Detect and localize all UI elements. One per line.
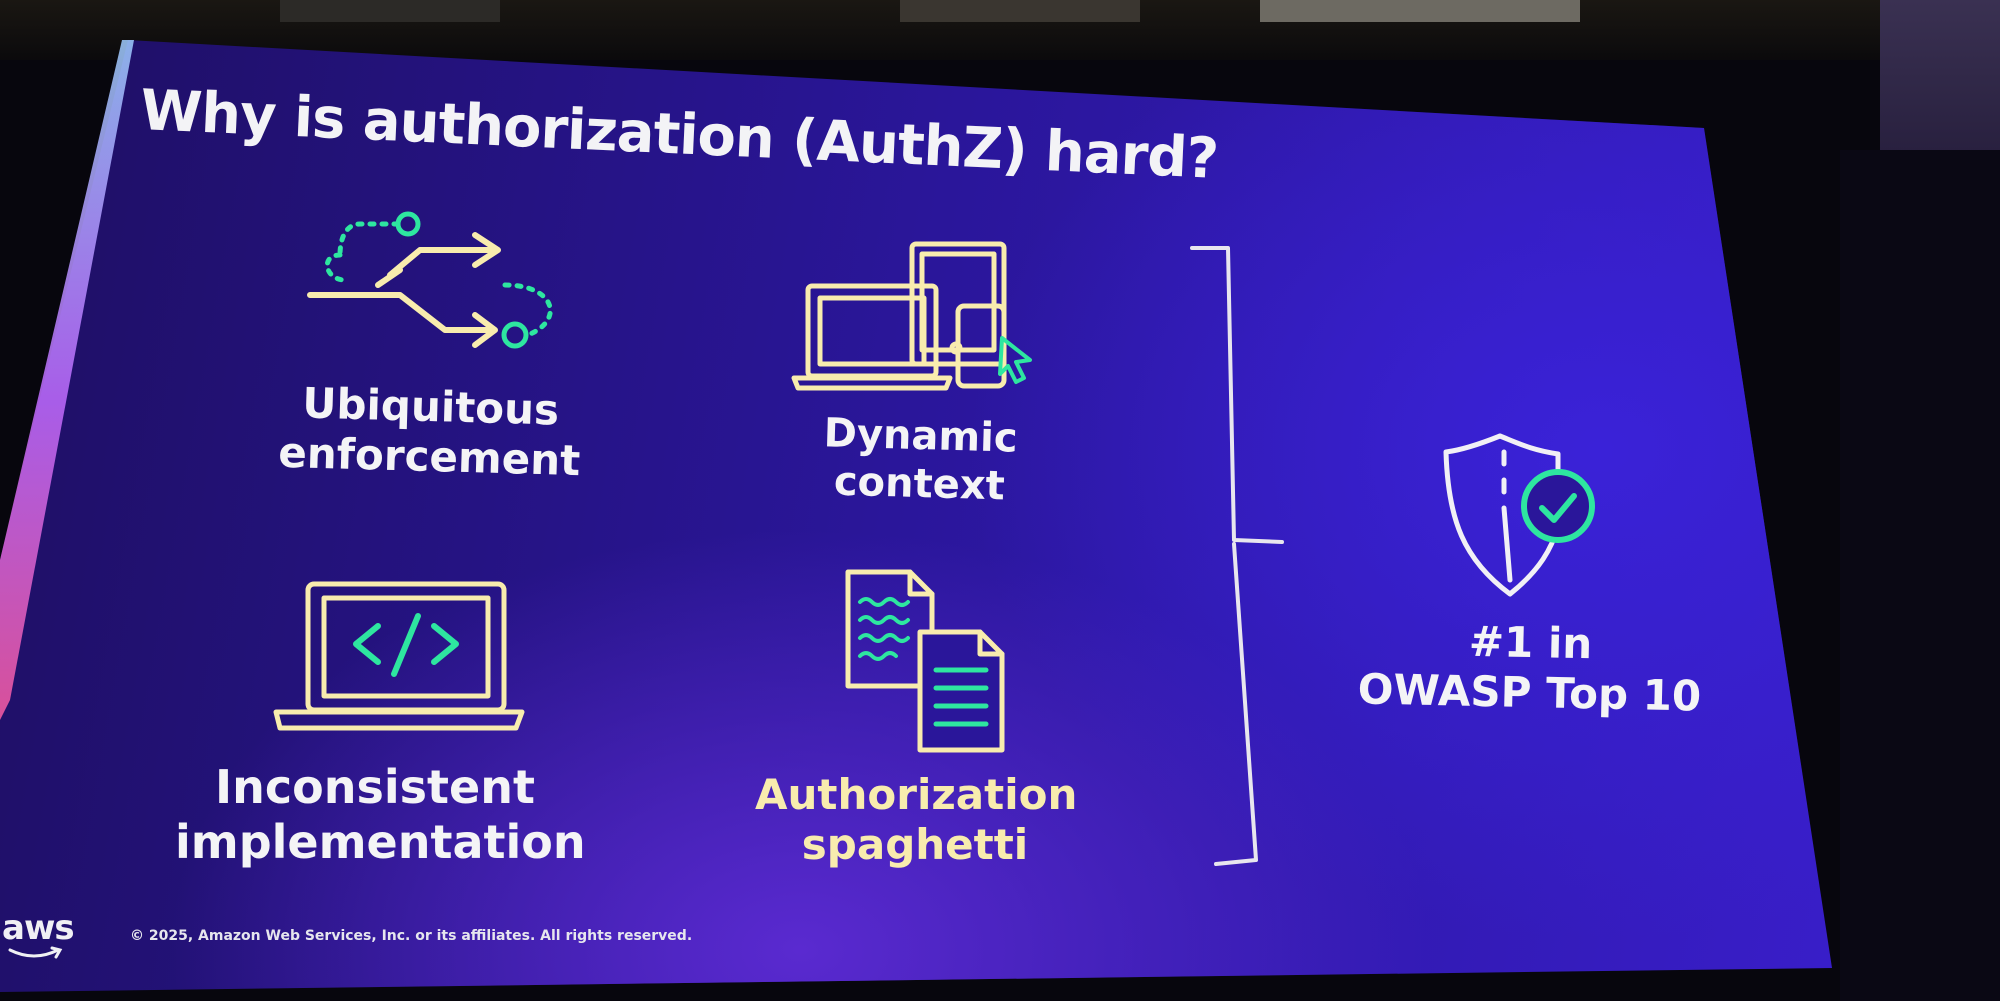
item-label-line: enforcement <box>277 428 581 486</box>
item-label-ubiquitous-enforcement: Ubiquitous enforcement <box>269 378 592 488</box>
brace-bracket <box>1190 246 1284 866</box>
ceiling-panel <box>900 0 1140 22</box>
copyright-text: © 2025, Amazon Web Services, Inc. or its… <box>130 928 693 944</box>
item-label-line: Inconsistent <box>215 760 535 814</box>
item-label-line: Authorization <box>755 770 1078 819</box>
documents-icon <box>845 569 1005 753</box>
room-shadow <box>1840 150 2000 1001</box>
item-label-line: implementation <box>175 815 586 870</box>
devices-icon <box>791 241 1032 391</box>
summary-line: OWASP Top 10 <box>1357 664 1702 721</box>
item-label-inconsistent-implementation: Inconsistent implementation <box>175 760 586 870</box>
item-label-line: spaghetti <box>801 820 1029 870</box>
laptop-code-icon <box>273 581 525 731</box>
item-label-line: context <box>833 458 1006 510</box>
item-label-line: Ubiquitous <box>301 378 560 435</box>
aws-logo: aws <box>2 908 75 948</box>
item-label-authorization-spaghetti: Authorization spaghetti <box>755 770 1078 871</box>
ceiling-panel <box>1260 0 1580 22</box>
summary-line: #1 in <box>1468 616 1593 669</box>
shield-check-icon <box>1443 433 1595 597</box>
arrows-flow-icon <box>307 211 553 349</box>
ceiling-panel <box>280 0 500 22</box>
summary-label: #1 in OWASP Top 10 <box>1339 614 1721 723</box>
ceiling <box>0 0 2000 60</box>
item-label-dynamic-context: Dynamic context <box>759 408 1082 513</box>
aws-smile-icon <box>8 946 63 959</box>
